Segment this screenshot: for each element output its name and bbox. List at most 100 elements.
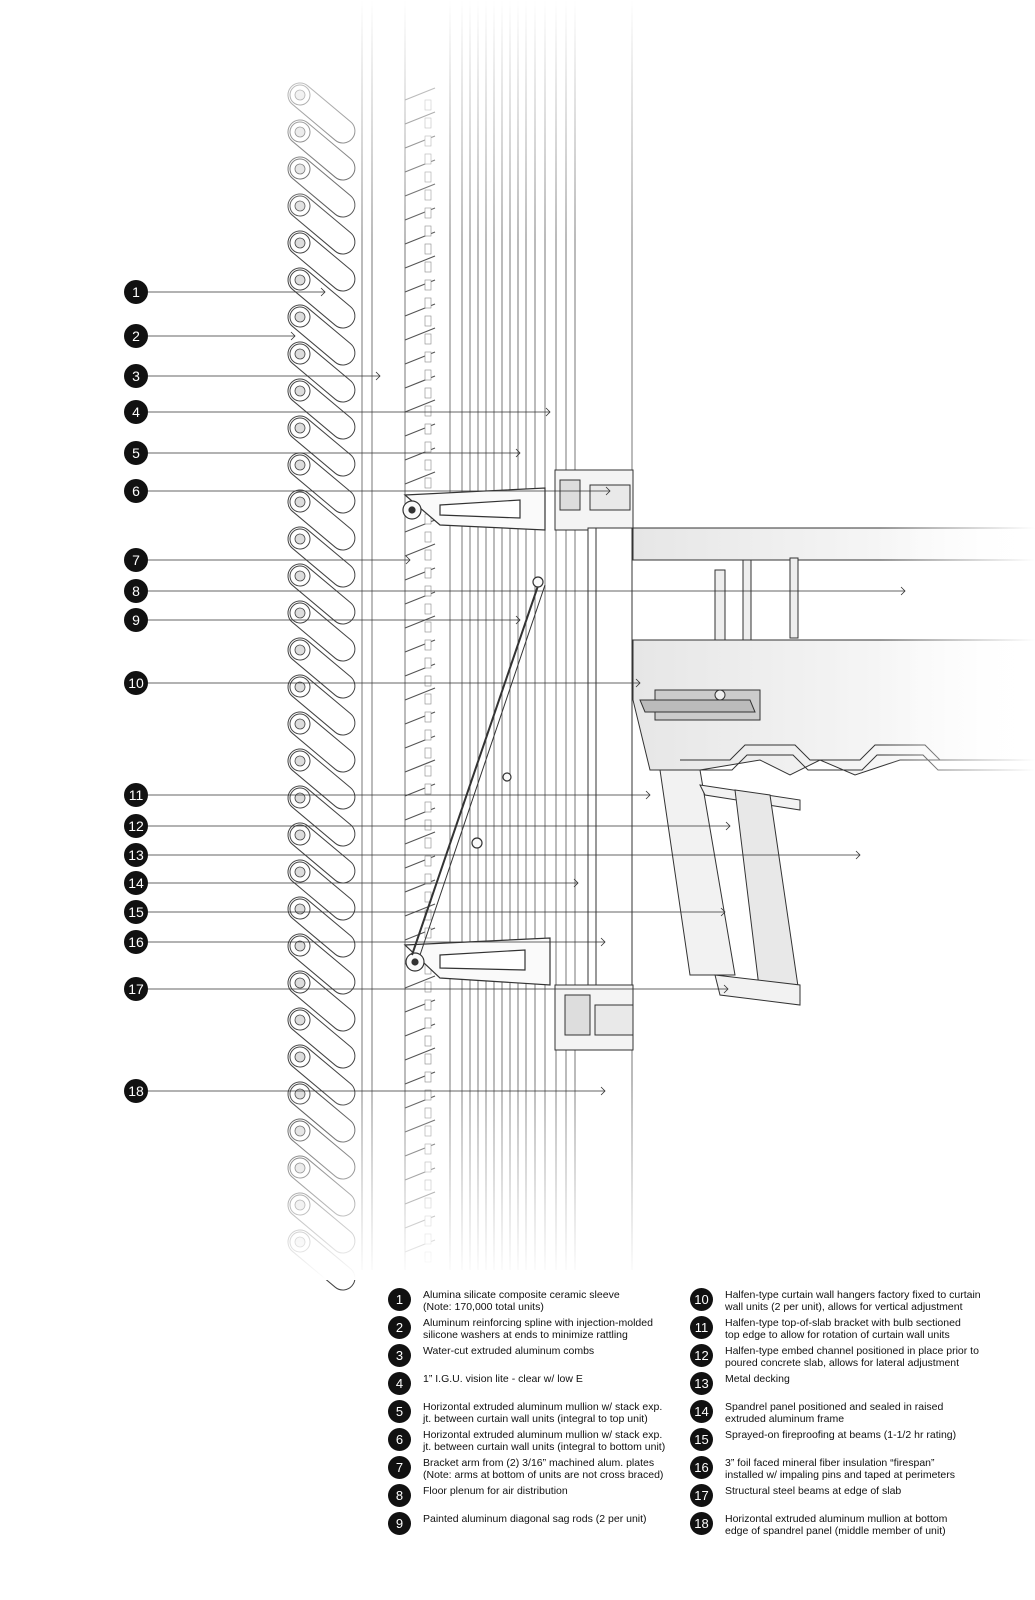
comb-tooth bbox=[404, 543, 436, 557]
callout-number: 15 bbox=[128, 904, 144, 920]
legend-number-badge: 3 bbox=[388, 1344, 411, 1367]
callout-number: 5 bbox=[132, 445, 140, 461]
legend-item: 6 Horizontal extruded aluminum mullion w/… bbox=[388, 1428, 688, 1456]
comb-notch bbox=[424, 657, 432, 669]
callout-badge: 18 bbox=[124, 1079, 148, 1103]
callout-badge: 6 bbox=[124, 479, 148, 503]
comb-tooth bbox=[404, 255, 436, 269]
comb-notch bbox=[424, 855, 432, 867]
bracket-arms bbox=[402, 487, 551, 986]
comb-tooth bbox=[404, 975, 436, 989]
comb-tooth bbox=[404, 615, 436, 629]
legend-number-badge: 7 bbox=[388, 1456, 411, 1479]
legend-number-badge: 8 bbox=[388, 1484, 411, 1507]
legend-number-badge: 5 bbox=[388, 1400, 411, 1423]
comb-tooth bbox=[404, 903, 436, 917]
callout-number: 11 bbox=[129, 787, 144, 803]
legend-description: 3” foil faced mineral fiber insulation “… bbox=[725, 1457, 955, 1481]
callout-number: 16 bbox=[128, 934, 144, 950]
comb-notch bbox=[424, 405, 432, 417]
callout-badge: 2 bbox=[124, 324, 148, 348]
legend-description: Horizontal extruded aluminum mullion at … bbox=[725, 1513, 948, 1537]
leader-arrow bbox=[375, 371, 381, 381]
comb-notch bbox=[424, 603, 432, 615]
comb-notch bbox=[424, 351, 432, 363]
comb-notch bbox=[424, 567, 432, 579]
leader-arrow bbox=[900, 586, 906, 596]
legend-number-badge: 13 bbox=[690, 1372, 713, 1395]
comb-notch bbox=[424, 873, 432, 885]
ceramic-sleeve bbox=[287, 267, 356, 329]
leader-arrow bbox=[720, 907, 726, 917]
callout-badge: 13 bbox=[124, 843, 148, 867]
legend-description: Horizontal extruded aluminum mullion w/ … bbox=[423, 1429, 666, 1453]
legend-description: Water-cut extruded aluminum combs bbox=[423, 1345, 595, 1357]
ceramic-sleeve bbox=[287, 489, 356, 551]
callout-badge: 12 bbox=[124, 814, 148, 838]
comb-notch bbox=[424, 765, 432, 777]
comb-notch bbox=[424, 927, 432, 939]
callout-number: 9 bbox=[132, 612, 140, 628]
leader-arrow bbox=[405, 555, 411, 565]
leader-arrow bbox=[645, 790, 651, 800]
legend-description: Floor plenum for air distribution bbox=[423, 1485, 568, 1497]
callout-badge: 4 bbox=[124, 400, 148, 424]
callout-number: 1 bbox=[132, 284, 140, 300]
callout-number: 3 bbox=[132, 368, 140, 384]
ceramic-sleeve bbox=[287, 526, 356, 588]
legend-number-badge: 6 bbox=[388, 1428, 411, 1451]
comb-notch bbox=[424, 783, 432, 795]
ceramic-sleeve bbox=[287, 452, 356, 514]
callout-number: 4 bbox=[132, 404, 140, 420]
ceramic-sleeve bbox=[287, 785, 356, 847]
comb-notch bbox=[424, 369, 432, 381]
comb-notch bbox=[424, 1035, 432, 1047]
leader-arrow bbox=[573, 878, 579, 888]
legend-number-badge: 11 bbox=[690, 1316, 713, 1339]
comb-notch bbox=[424, 549, 432, 561]
callout-badge: 17 bbox=[124, 977, 148, 1001]
callout-badge: 3 bbox=[124, 364, 148, 388]
comb-notch bbox=[424, 1053, 432, 1065]
comb-notch bbox=[424, 333, 432, 345]
callout-number: 17 bbox=[128, 981, 144, 997]
steel-beam bbox=[659, 769, 801, 1006]
callout-badge: 15 bbox=[124, 900, 148, 924]
ceramic-sleeve bbox=[287, 341, 356, 403]
comb-notch bbox=[424, 639, 432, 651]
legend-number-badge: 14 bbox=[690, 1400, 713, 1423]
ceramic-sleeve bbox=[287, 304, 356, 366]
leader-arrow bbox=[515, 615, 521, 625]
legend-number-badge: 4 bbox=[388, 1372, 411, 1395]
comb-notch bbox=[424, 279, 432, 291]
comb-notch bbox=[424, 297, 432, 309]
callout-number: 18 bbox=[128, 1083, 144, 1099]
ceramic-sleeve bbox=[287, 859, 356, 921]
leader-arrow bbox=[725, 821, 731, 831]
ceramic-sleeve bbox=[287, 415, 356, 477]
callout-badge: 7 bbox=[124, 548, 148, 572]
comb-notch bbox=[424, 675, 432, 687]
comb-notch bbox=[424, 531, 432, 543]
comb-notch bbox=[424, 459, 432, 471]
callout-badge: 1 bbox=[124, 280, 148, 304]
comb-notch bbox=[424, 423, 432, 435]
legend-description: Horizontal extruded aluminum mullion w/ … bbox=[423, 1401, 663, 1425]
comb-notch bbox=[424, 693, 432, 705]
legend-number-badge: 2 bbox=[388, 1316, 411, 1339]
callout-number: 13 bbox=[128, 847, 144, 863]
legend-description: Halfen-type curtain wall hangers factory… bbox=[725, 1289, 981, 1313]
comb-tooth bbox=[404, 687, 436, 701]
leader-arrow bbox=[290, 331, 296, 341]
